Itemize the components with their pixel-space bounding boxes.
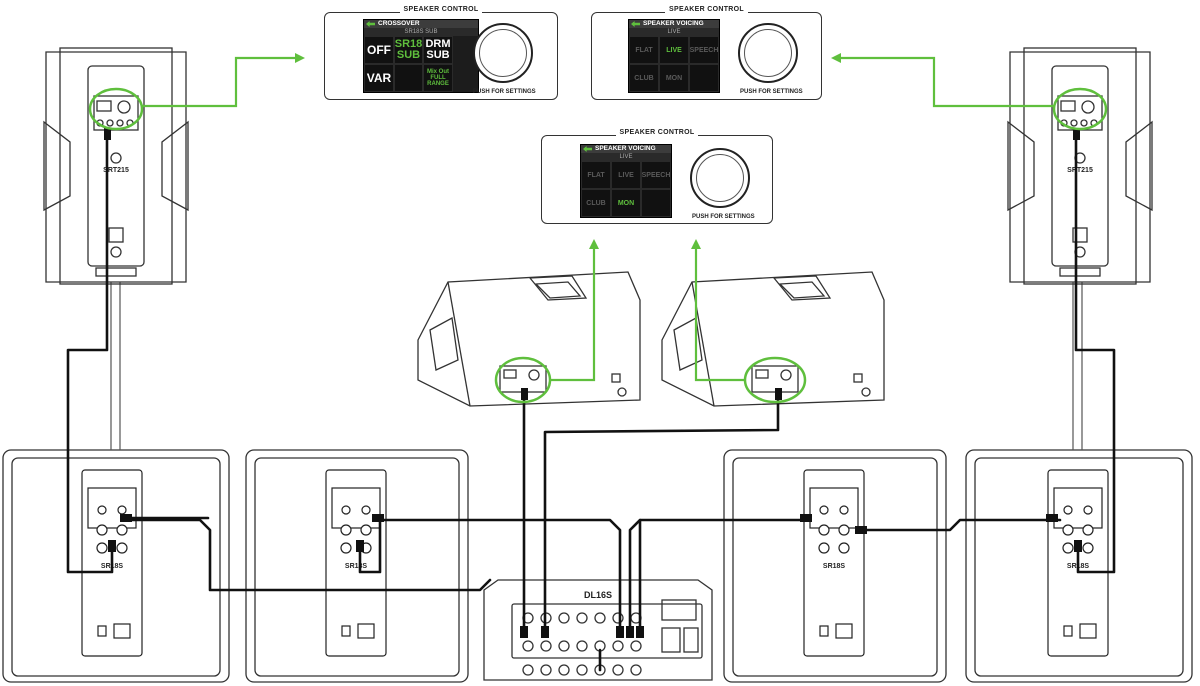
option-club[interactable]: CLUB [629, 64, 659, 92]
option-empty [641, 189, 671, 217]
pole-right [1072, 282, 1083, 450]
panel-title: SPEAKER CONTROL [592, 6, 821, 13]
option-flat[interactable]: FLAT [629, 36, 659, 64]
option-off[interactable]: OFF [364, 36, 394, 64]
signal-cables [66, 128, 1116, 672]
pole-left [110, 282, 121, 450]
callout-arrows [142, 53, 1054, 382]
panel-title: SPEAKER CONTROL [325, 6, 557, 13]
sub-cabinet-3 [723, 449, 947, 683]
floor-monitor-right [661, 271, 885, 407]
lcd-screen: CROSSOVER SR18S SUB OFF SR18 SUB DRM SUB… [363, 19, 479, 93]
xlr-connectors [104, 128, 1082, 638]
sub-cabinet-4 [965, 449, 1193, 683]
top-speaker-left [43, 47, 189, 285]
control-knob[interactable] [690, 148, 750, 208]
lcd-screen: SPEAKER VOICING LIVE FLAT LIVE SPEECH CL… [628, 19, 720, 93]
speaker-control-panel-crossover: SPEAKER CONTROL CROSSOVER SR18S SUB OFF … [324, 6, 558, 100]
top-speaker-right [1007, 47, 1153, 285]
mixer-model-label: DL16S [584, 590, 612, 600]
sub-model-label: SR18S [345, 563, 368, 570]
option-empty [394, 64, 423, 92]
sub-cabinet-2 [245, 449, 469, 683]
mixer [483, 579, 713, 681]
option-drm-sub[interactable]: DRM SUB [423, 36, 453, 64]
sub-cabinet-1 [2, 449, 230, 683]
option-speech[interactable]: SPEECH [689, 36, 719, 64]
option-live[interactable]: LIVE [659, 36, 689, 64]
screen-title: SPEAKER VOICING [581, 145, 671, 153]
screen-title: SPEAKER VOICING [629, 20, 719, 28]
speaker-control-panel-voicing-center: SPEAKER CONTROL SPEAKER VOICING LIVE FLA… [541, 129, 773, 224]
back-arrow-icon[interactable] [366, 21, 375, 27]
option-mix-out-full-range[interactable]: Mix Out FULL RANGE [423, 64, 453, 92]
sub-panel-2 [325, 469, 387, 657]
knob-label: PUSH FOR SETTINGS [740, 89, 803, 95]
control-knob[interactable] [473, 23, 533, 83]
knob-label: PUSH FOR SETTINGS [473, 89, 536, 95]
top-speaker-model-label: SRT215 [1067, 167, 1093, 174]
back-arrow-icon[interactable] [583, 146, 592, 152]
screen-title: CROSSOVER [364, 20, 478, 28]
option-var[interactable]: VAR [364, 64, 394, 92]
option-sr18-sub[interactable]: SR18 SUB [394, 36, 423, 64]
control-knob[interactable] [738, 23, 798, 83]
floor-monitor-left [417, 271, 641, 407]
knob-label: PUSH FOR SETTINGS [692, 214, 755, 220]
option-club[interactable]: CLUB [581, 189, 611, 217]
speaker-control-panel-voicing-top: SPEAKER CONTROL SPEAKER VOICING LIVE FLA… [591, 6, 822, 100]
sub-panel-3 [803, 469, 865, 657]
option-live[interactable]: LIVE [611, 161, 641, 189]
option-empty [689, 64, 719, 92]
screen-subtitle: LIVE [629, 28, 719, 36]
screen-subtitle: SR18S SUB [364, 28, 478, 36]
option-speech[interactable]: SPEECH [641, 161, 671, 189]
option-mon[interactable]: MON [659, 64, 689, 92]
option-flat[interactable]: FLAT [581, 161, 611, 189]
screen-subtitle: LIVE [581, 153, 671, 161]
top-speaker-model-label: SRT215 [103, 167, 129, 174]
option-mon[interactable]: MON [611, 189, 641, 217]
panel-title: SPEAKER CONTROL [542, 129, 772, 136]
back-arrow-icon[interactable] [631, 21, 640, 27]
sub-model-label: SR18S [823, 563, 846, 570]
lcd-screen: SPEAKER VOICING LIVE FLAT LIVE SPEECH CL… [580, 144, 672, 218]
